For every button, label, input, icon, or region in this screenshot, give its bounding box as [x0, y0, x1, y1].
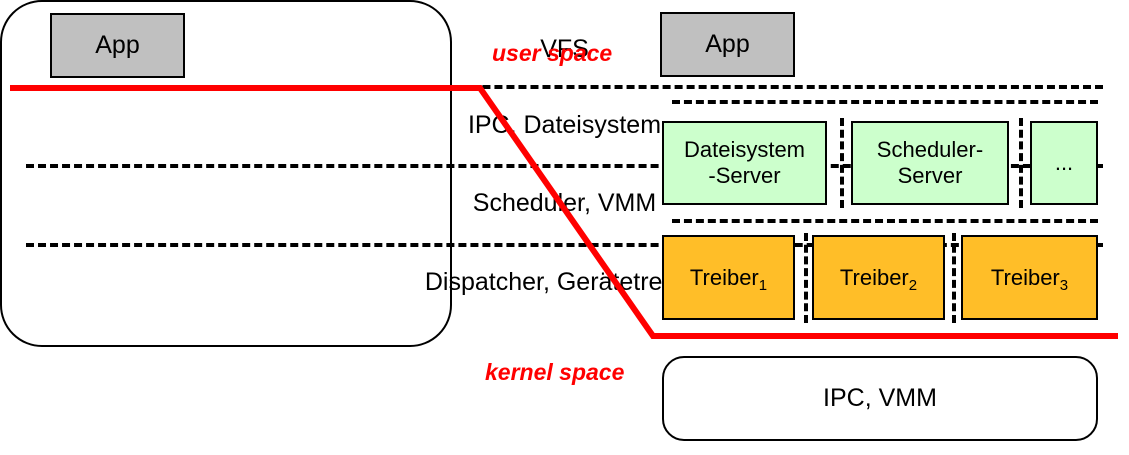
driver-name: Treiber: [990, 264, 1060, 290]
microkernel-app-box: App: [660, 12, 795, 77]
driver-index: 2: [908, 276, 918, 294]
server-box-scheduler: Scheduler- Server: [851, 121, 1009, 205]
server-divider-2: [1019, 118, 1023, 208]
monolithic-layer-label: Scheduler, VMM: [472, 188, 657, 217]
driver-box-1: Treiber1: [662, 235, 795, 320]
server-label-line1: ...: [1054, 150, 1074, 176]
server-label-line2: -Server: [708, 163, 781, 188]
driver-label-1: Treiber1: [689, 264, 768, 294]
server-label-line1: Dateisystem: [683, 137, 806, 163]
server-box-dateisystem: Dateisystem -Server: [662, 121, 827, 205]
monolithic-app-label: App: [95, 30, 140, 59]
server-label-lines: Dateisystem -Server: [684, 137, 805, 189]
driver-label-2: Treiber2: [839, 264, 918, 294]
microkernel-base-label: IPC, VMM: [823, 383, 937, 412]
driver-box-2: Treiber2: [812, 235, 945, 320]
microkernel-app-label: App: [705, 29, 750, 58]
monolithic-kernel-box: VFS IPC, Dateisystem Scheduler, VMM Disp…: [0, 0, 1103, 347]
driver-divider-1: [804, 233, 808, 323]
driver-name: Treiber: [689, 264, 759, 290]
monolithic-app-box: App: [50, 13, 185, 78]
monolithic-separator-1: [26, 85, 1103, 89]
monolithic-layer-label: VFS: [540, 34, 589, 63]
microkernel-separator-below-servers: [672, 219, 1098, 223]
driver-divider-2: [952, 233, 956, 323]
driver-box-3: Treiber3: [961, 235, 1098, 320]
driver-index: 3: [1059, 276, 1069, 294]
driver-label-3: Treiber3: [990, 264, 1069, 294]
server-divider-1: [840, 118, 844, 208]
driver-index: 1: [758, 276, 768, 294]
server-box-ellipsis: ...: [1030, 121, 1098, 205]
monolithic-layer-label: IPC, Dateisystem: [467, 110, 662, 139]
driver-name: Treiber: [839, 264, 909, 290]
server-label-line2: Server: [897, 163, 963, 188]
server-label-lines: Scheduler- Server: [877, 137, 983, 189]
microkernel-separator-above-servers: [672, 100, 1098, 104]
kernel-space-label: kernel space: [485, 359, 625, 385]
monolithic-layer-dispatcher-geraetetreiber: Dispatcher, Gerätetreiber: [0, 251, 1129, 313]
monolithic-layer-vfs: VFS: [0, 18, 1129, 80]
microkernel-base-box: IPC, VMM: [662, 356, 1098, 441]
server-label-line1: Scheduler-: [876, 137, 984, 163]
user-space-label: user space: [492, 40, 613, 66]
